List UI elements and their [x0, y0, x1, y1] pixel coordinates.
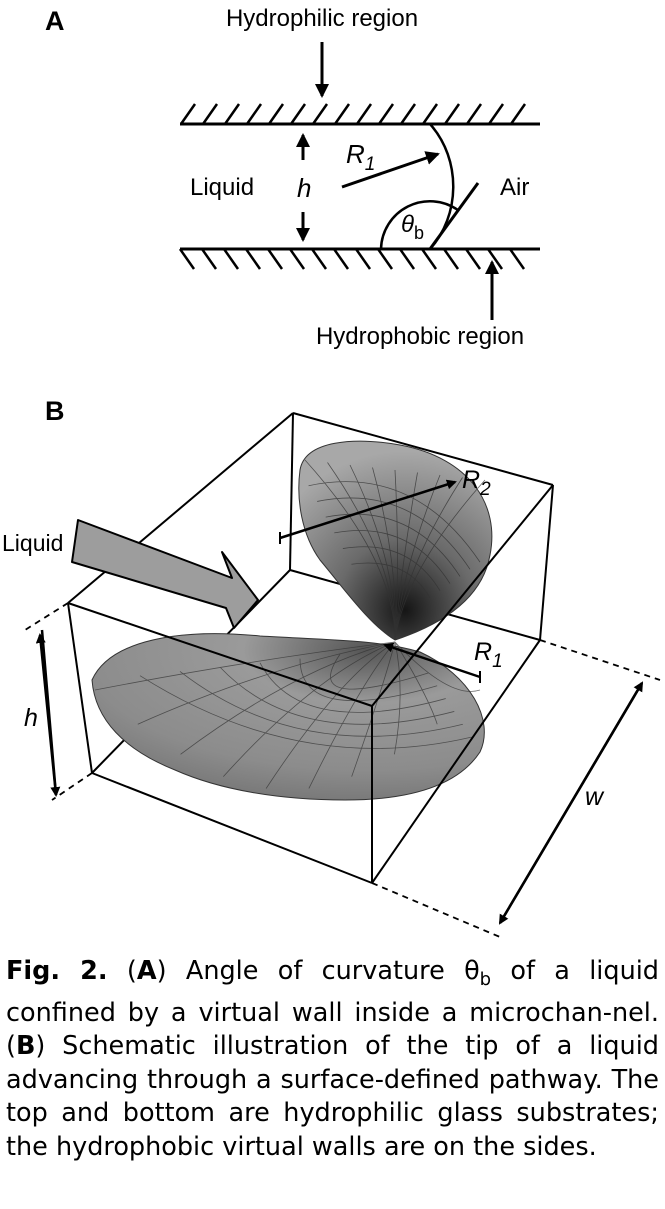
theta-label: θb: [401, 211, 424, 243]
bottom-wall-hatch: [178, 248, 526, 270]
w-label: w: [585, 783, 605, 811]
lower-surface: [91, 633, 485, 801]
panel-b: B Liquid: [2, 396, 661, 938]
r2-radius-arrow: [279, 479, 457, 540]
w-dimension-rev: [498, 682, 644, 925]
r1-label-a: R1: [346, 139, 375, 175]
hydrophilic-label: Hydrophilic region: [226, 5, 418, 32]
tangent-line: [428, 182, 480, 250]
caption-part-b: (B) Schematic illustration of the tip of…: [6, 1031, 659, 1162]
meniscus: [429, 123, 455, 250]
theta-arc: [379, 199, 459, 250]
panel-a-letter: A: [45, 6, 65, 36]
r1-radius-arrow: [383, 642, 481, 679]
r2-label: R2: [462, 466, 491, 500]
figure: A Hydrophilic region Liquid h R1 θb Air …: [2, 5, 661, 938]
liquid-label-a: Liquid: [190, 174, 254, 201]
panel-b-letter: B: [45, 396, 65, 426]
air-label: Air: [500, 174, 529, 201]
h-dimension-b-top: [35, 633, 58, 796]
liquid-label-b: Liquid: [2, 530, 63, 556]
panel-a: A Hydrophilic region Liquid h R1 θb Air …: [45, 5, 540, 350]
hydrophobic-label: Hydrophobic region: [316, 323, 524, 350]
h-label-a: h: [297, 173, 311, 203]
figure-caption: Fig. 2. (A) Angle of curvature θb of a l…: [6, 955, 659, 1164]
r1-label-b: R1: [474, 638, 503, 672]
caption-part-a: (A) Angle of curvature θb of a liquid co…: [6, 956, 659, 1028]
h-label-b: h: [24, 704, 38, 732]
box-front-edges: [67, 484, 554, 884]
top-wall-hatch: [179, 103, 527, 125]
liquid-inflow-arrow: [71, 519, 259, 629]
r1-arrow-a: [341, 151, 440, 189]
caption-fig-label: Fig. 2.: [6, 956, 108, 986]
dimension-guides: [24, 602, 661, 938]
